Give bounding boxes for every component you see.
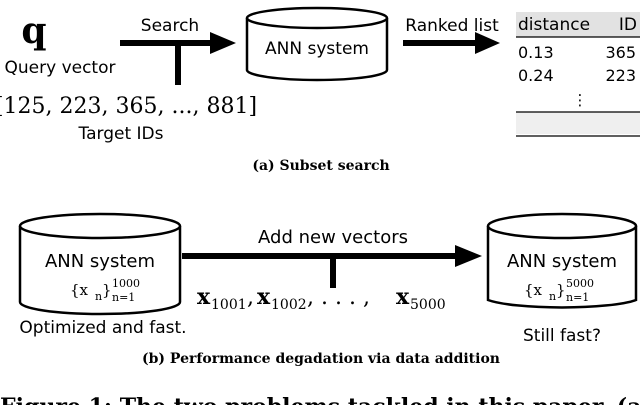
add-vectors-label: Add new vectors [258, 227, 408, 248]
table-header-distance: distance [518, 15, 590, 35]
right-note: Still fast? [523, 326, 601, 346]
table-header-id: ID [619, 15, 637, 35]
table-cell-distance: 0.13 [518, 43, 554, 62]
figure-caption-partial: Figure 1: The two problems tackled in th… [0, 394, 640, 405]
caption-b: (b) Performance degadation via data addi… [142, 351, 500, 367]
search-label: Search [141, 16, 199, 36]
set-right-close: } [556, 281, 566, 299]
ranked-list-table: distance ID 0.13 365 0.24 223 ⋮ [516, 12, 640, 137]
ann-system-cylinder-left [18, 212, 182, 316]
left-note: Optimized and fast. [19, 318, 186, 338]
new-vector-sequence: x 1001 , x 1002 , . . . , x 5000 [197, 284, 446, 313]
caption-a: (a) Subset search [252, 158, 389, 174]
ann-system-label-left: ANN system [45, 251, 155, 272]
set-right-sub: n [549, 290, 556, 303]
table-alt-row-bg [516, 112, 640, 134]
set-left-range: n=1 [112, 291, 135, 304]
vector-sub-1: 1001 [211, 297, 247, 313]
set-right-sup: 5000 [566, 277, 594, 290]
vector-symbol: x [396, 284, 410, 310]
table-header-bg [516, 12, 640, 37]
vector-set-right: {x n } 5000 n=1 [524, 277, 594, 304]
ranked-list-label: Ranked list [405, 16, 499, 36]
set-left-close: } [102, 281, 112, 299]
ranked-arrow-head [475, 32, 500, 54]
set-left-sub: n [95, 290, 102, 303]
add-arrow-head [455, 245, 482, 267]
target-ids-label: Target IDs [78, 124, 164, 144]
vector-dots: , . . . , [307, 285, 370, 310]
query-symbol: q [21, 10, 46, 52]
table-cell-id: 365 [605, 43, 636, 62]
query-vector-label: Query vector [5, 58, 116, 78]
target-ids-list: [125, 223, 365, ..., 881] [0, 94, 257, 119]
ann-system-label-top: ANN system [265, 39, 369, 59]
set-right-base: {x [524, 281, 543, 299]
set-left-sup: 1000 [112, 277, 140, 290]
search-arrow-head [210, 32, 236, 54]
table-ellipsis: ⋮ [573, 91, 588, 109]
table-cell-id: 223 [605, 66, 636, 85]
ann-system-cylinder-right [486, 212, 638, 309]
set-right-range: n=1 [566, 291, 589, 304]
ann-system-label-right: ANN system [507, 251, 617, 272]
table-cell-distance: 0.24 [518, 66, 554, 85]
vector-set-left: {x n } 1000 n=1 [70, 277, 140, 304]
vector-comma: , [247, 285, 254, 310]
vector-symbol: x [257, 284, 271, 310]
vector-sub-2: 1002 [271, 297, 307, 313]
vector-sub-3: 5000 [410, 297, 446, 313]
ann-system-cylinder-top [245, 6, 389, 82]
vector-symbol: x [197, 284, 211, 310]
set-left-base: {x [70, 281, 89, 299]
